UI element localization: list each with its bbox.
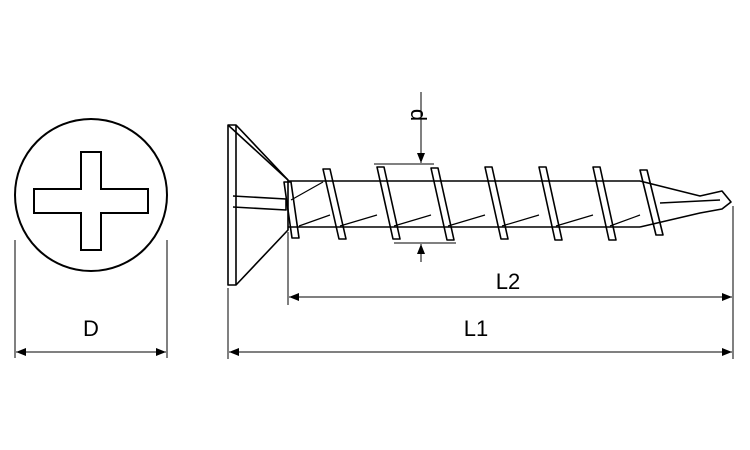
thread-root [290, 181, 324, 201]
head-outline-circle [14, 118, 168, 272]
phillips-cross-recess-icon [33, 151, 149, 251]
dimension-D: D [14, 240, 168, 358]
thread-root [447, 214, 486, 227]
thread-crest [484, 166, 509, 240]
dimension-d: d [374, 92, 456, 262]
thread-crest [430, 167, 455, 241]
thread-root [298, 214, 331, 227]
thread-crest [322, 168, 347, 240]
thread-crests [283, 166, 664, 241]
thread-crest [592, 166, 617, 241]
label-L1: L1 [464, 316, 488, 341]
label-L2: L2 [496, 269, 520, 294]
label-d: d [406, 109, 431, 121]
label-D: D [83, 316, 99, 341]
screw-side-view [227, 124, 732, 286]
head-top-view [14, 118, 168, 272]
head-taper-top [227, 124, 289, 181]
countersunk-head [227, 124, 289, 286]
thread-root [555, 214, 594, 227]
thread-crest [538, 166, 563, 241]
thread-root [501, 214, 540, 227]
thread-roots [290, 181, 641, 227]
thread-root [339, 214, 378, 227]
dimension-L2: L2 [287, 206, 734, 305]
thread-root [609, 214, 641, 227]
thread-crest [376, 166, 401, 240]
screw-tip [639, 180, 732, 228]
thread-crest [639, 169, 664, 236]
thread-root [393, 214, 432, 227]
head-recess-slot [232, 195, 287, 211]
dimension-L1: L1 [227, 288, 734, 359]
tip-centerline [659, 199, 721, 204]
thread-crest [283, 181, 300, 239]
